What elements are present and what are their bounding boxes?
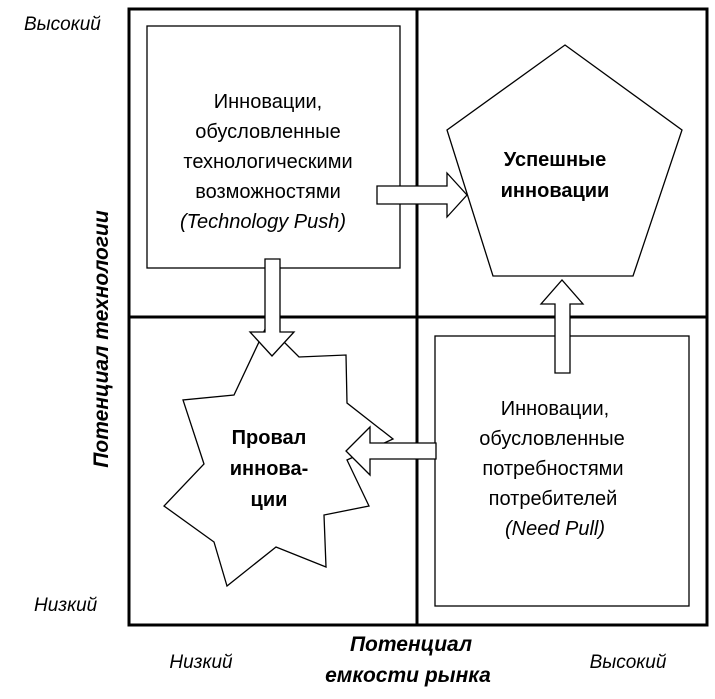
x-axis-high-label: Высокий bbox=[590, 652, 667, 673]
x-axis-title-line-2: емкости рынка bbox=[325, 664, 491, 687]
success-pentagon bbox=[446, 44, 683, 277]
arrow-right-to-success bbox=[376, 171, 468, 219]
arrow-down-to-failure bbox=[248, 258, 296, 357]
technology-push-line-2: обусловленные bbox=[195, 121, 340, 143]
success-line-1: Успешные bbox=[504, 149, 606, 171]
need-pull-line-4: потребителей bbox=[489, 488, 618, 510]
failure-line-1: Провал bbox=[232, 427, 307, 449]
x-axis-low-label: Низкий bbox=[169, 652, 233, 673]
need-pull-line-2: обусловленные bbox=[479, 428, 624, 450]
x-axis-title-line-1: Потенциал bbox=[350, 633, 472, 656]
success-line-2: инновации bbox=[501, 180, 610, 202]
failure-star bbox=[163, 323, 395, 588]
need-pull-box bbox=[434, 335, 690, 607]
failure-line-2: иннова- bbox=[230, 458, 309, 480]
need-pull-english-label: (Need Pull) bbox=[505, 518, 605, 540]
technology-push-line-4: возможностями bbox=[195, 181, 341, 203]
y-axis-title: Потенциал технологии bbox=[90, 210, 113, 468]
need-pull-line-3: потребностями bbox=[482, 458, 623, 480]
arrow-left-to-failure bbox=[345, 425, 437, 477]
technology-push-line-3: технологическими bbox=[183, 151, 352, 173]
arrow-up-to-success bbox=[539, 279, 585, 374]
y-axis-high-label: Высокий bbox=[24, 14, 101, 35]
need-pull-line-1: Инновации, bbox=[501, 398, 609, 420]
technology-push-box bbox=[146, 25, 401, 269]
failure-line-3: ции bbox=[251, 489, 288, 511]
y-axis-low-label: Низкий bbox=[34, 595, 98, 616]
technology-push-english-label: (Technology Push) bbox=[180, 211, 346, 233]
technology-push-line-1: Инновации, bbox=[214, 91, 322, 113]
